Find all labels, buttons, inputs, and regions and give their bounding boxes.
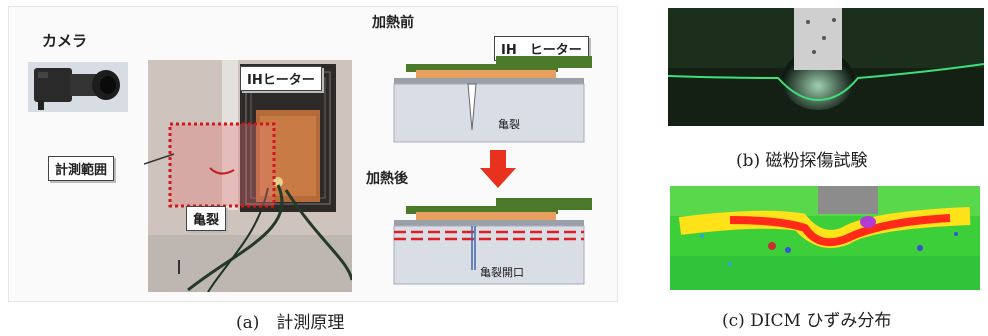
dicm-strain-map [670, 186, 980, 290]
caption-c: (c) DICM ひずみ分布 [722, 311, 892, 331]
magnetic-particle-photo [668, 8, 984, 126]
camera-icon [28, 62, 128, 112]
measure-range-pointer [144, 153, 175, 165]
camera-label: カメラ [42, 32, 88, 50]
crack-photo-label: 亀裂 [186, 206, 227, 231]
after-heating-label: 加熱後 [366, 171, 408, 187]
before-heating-diagram [393, 56, 592, 143]
caption-a: (a) 計測原理 [236, 313, 345, 333]
measure-range-label: 計測範囲 [48, 156, 115, 181]
before-heating-label: 加熱前 [372, 15, 414, 31]
ih-heater-photo-label: IHヒーター [240, 66, 322, 91]
after-heating-diagram [393, 198, 592, 285]
caption-b: (b) 磁粉探傷試験 [736, 151, 868, 171]
crack-diagram-label: 亀裂 [498, 118, 520, 131]
crack-open-label: 亀裂開口 [480, 266, 524, 279]
specimen-photo [148, 60, 352, 292]
red-down-arrow-icon [480, 150, 516, 188]
